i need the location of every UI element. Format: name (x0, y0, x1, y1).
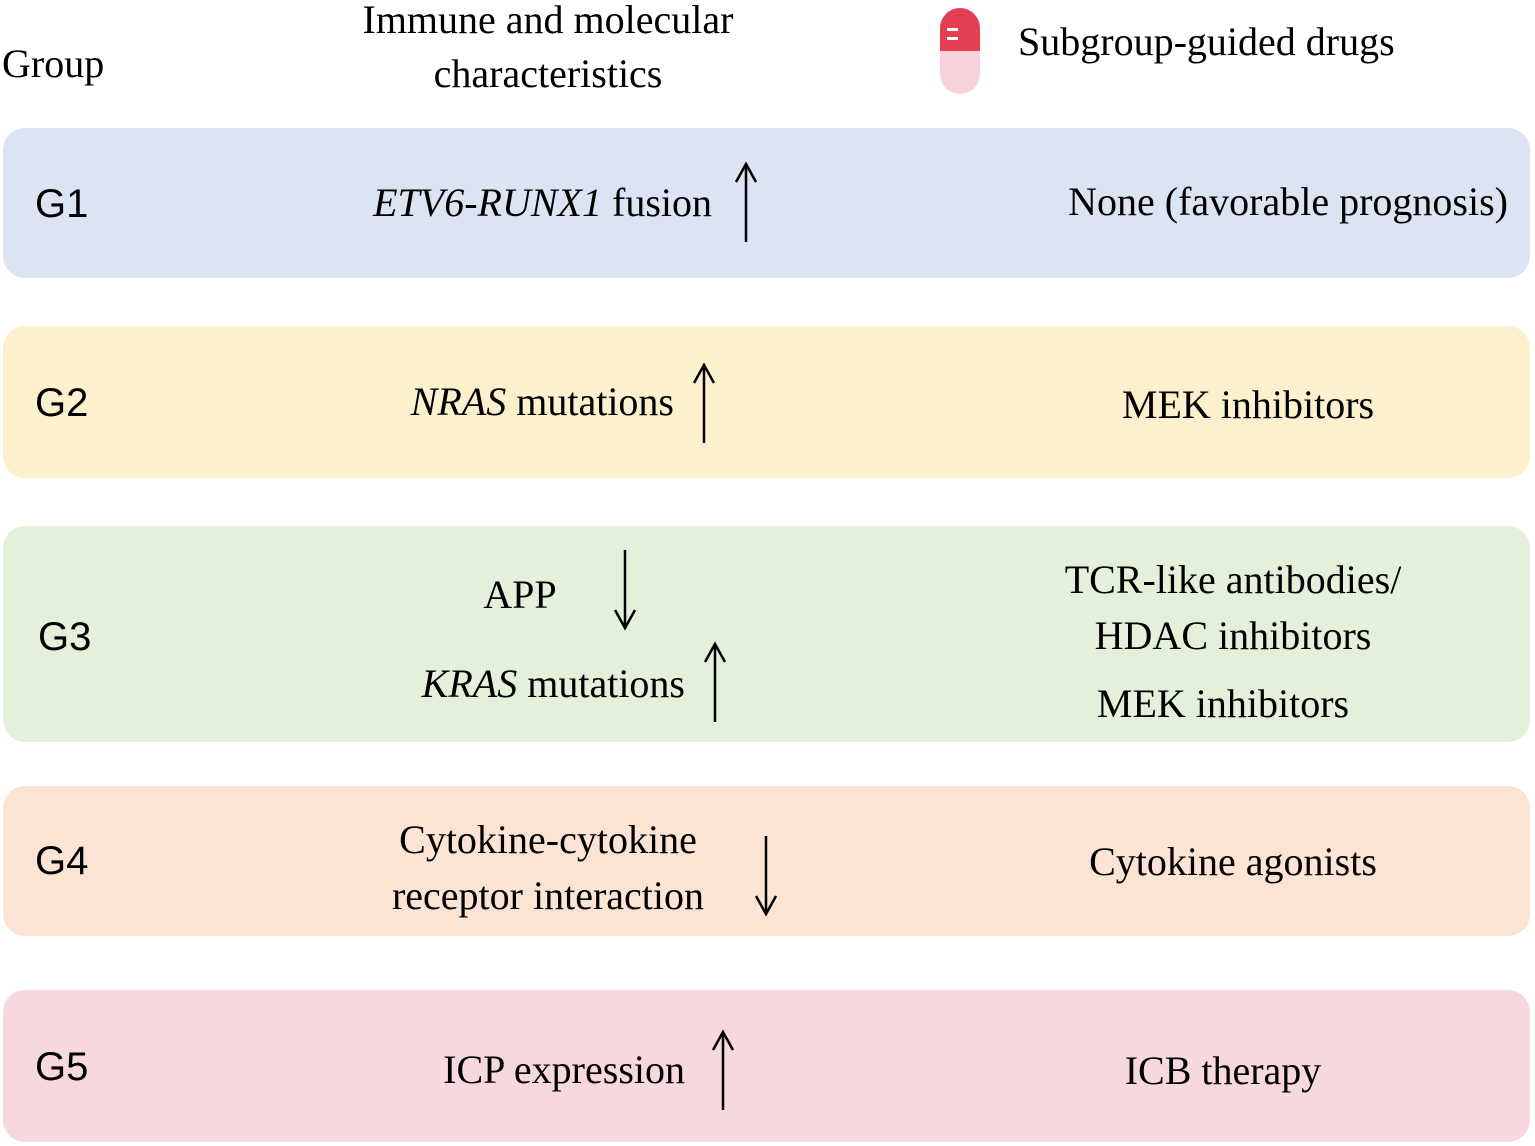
capsule-icon (940, 8, 980, 94)
characteristic-text: NRAS mutations (411, 374, 674, 430)
group-row-g1: G1 ETV6-RUNX1 fusion None (favorable pro… (3, 128, 1530, 278)
group-id: G1 (35, 182, 89, 226)
characteristic-text: KRAS mutations (422, 656, 685, 712)
down-arrow-icon (613, 550, 637, 631)
gene-name: NRAS (410, 379, 507, 424)
group-id: G2 (35, 381, 89, 425)
characteristic-text: ICP expression (443, 1047, 685, 1092)
characteristic-label: mutations (506, 379, 674, 424)
characteristics-header-line2: characteristics (433, 51, 663, 96)
group-row-g5: G5 ICP expression ICB therapy (3, 990, 1530, 1142)
drug-text: Cytokine agonists (1089, 839, 1377, 884)
characteristic-text: receptor interaction (391, 873, 705, 918)
drug-text: TCR-like antibodies/ (1064, 557, 1402, 602)
drug-text: HDAC inhibitors (1094, 613, 1372, 658)
up-arrow-icon (692, 362, 716, 443)
group-id: G3 (38, 615, 92, 659)
group-id: G5 (35, 1045, 89, 1089)
characteristics-header-line1: Immune and molecular (362, 0, 734, 42)
characteristic-text: ETV6-RUNX1 fusion (373, 175, 712, 231)
gene-name: KRAS (421, 661, 518, 706)
up-arrow-icon (734, 161, 758, 242)
characteristic-label: mutations (517, 661, 685, 706)
gene-name: ETV6-RUNX1 (373, 180, 602, 225)
up-arrow-icon (711, 1029, 735, 1110)
drugs-column-header: Subgroup-guided drugs (1018, 19, 1395, 64)
group-row-g4: G4 Cytokine-cytokine receptor interactio… (3, 786, 1530, 936)
drug-text: MEK inhibitors (1096, 681, 1350, 726)
up-arrow-icon (703, 641, 727, 722)
down-arrow-icon (754, 836, 778, 917)
drug-text: None (favorable prognosis) (1068, 179, 1508, 224)
group-row-g3: G3 APP KRAS mutations TCR-like antibodie… (3, 526, 1530, 742)
characteristic-label: fusion (602, 180, 712, 225)
drug-text: ICB therapy (1124, 1048, 1322, 1093)
characteristic-text: Cytokine-cytokine (399, 817, 697, 862)
group-column-header: Group (2, 41, 105, 86)
group-row-g2: G2 NRAS mutations MEK inhibitors (3, 326, 1530, 478)
drug-text: MEK inhibitors (1121, 382, 1375, 427)
characteristic-text: APP (483, 572, 557, 617)
group-id: G4 (35, 839, 89, 883)
